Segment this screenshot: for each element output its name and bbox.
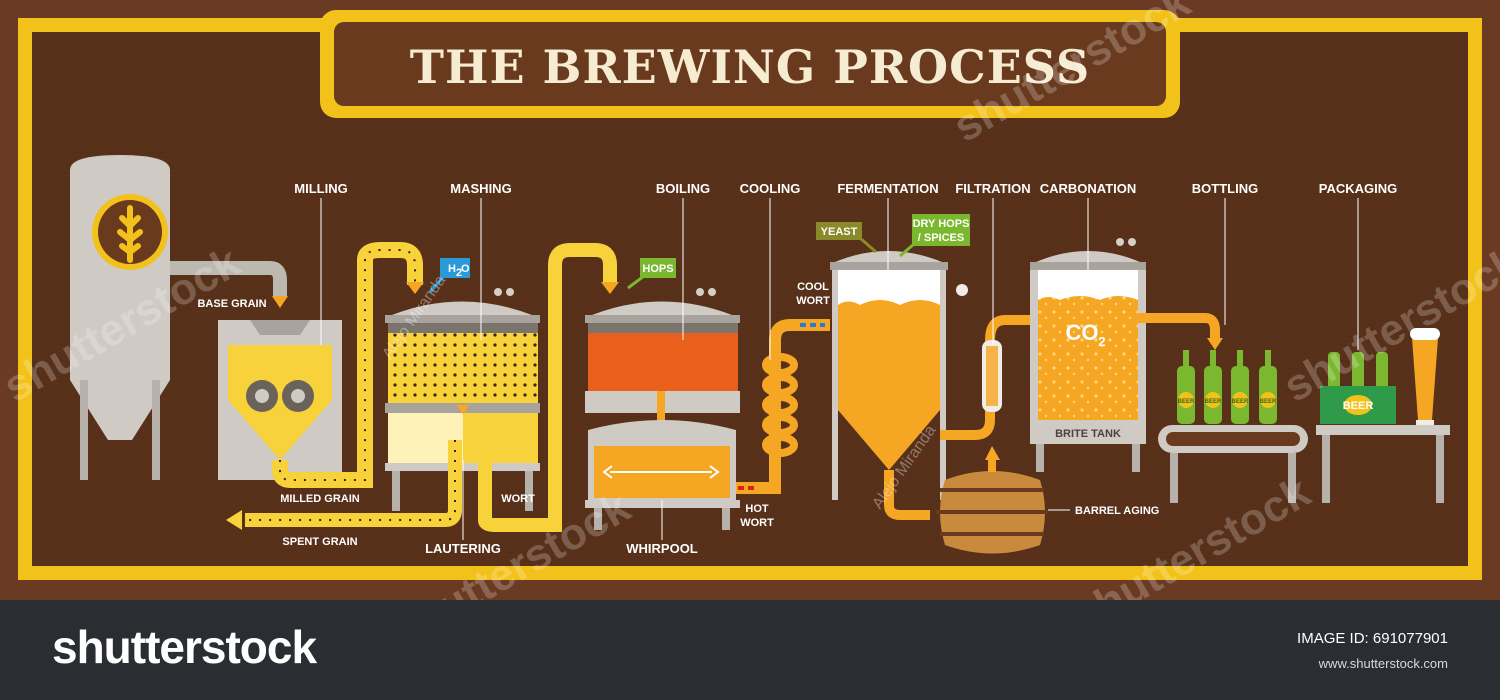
image-id: IMAGE ID: 691077901 [1297, 630, 1448, 647]
label-cool-wort-line2: WORT [796, 295, 830, 307]
bottle-label: BEER [1205, 399, 1222, 405]
label-whirpool: WHIRPOOL [626, 541, 698, 556]
image-id-value: 691077901 [1372, 630, 1448, 647]
label-brite-tank: BRITE TANK [1055, 428, 1121, 440]
step-fermentation: FERMENTATION [837, 181, 938, 196]
label-spent-grain: SPENT GRAIN [282, 536, 357, 548]
step-cooling: COOLING [740, 181, 801, 196]
beer-bottle: BEER [1231, 350, 1249, 424]
svg-text:YEAST: YEAST [821, 226, 858, 238]
svg-text:/ SPICES: / SPICES [918, 232, 964, 244]
crate-label: BEER [1343, 400, 1374, 412]
mill [218, 320, 342, 480]
label-milled-grain: MILLED GRAIN [280, 493, 359, 505]
co2-label: CO [1066, 320, 1099, 345]
label-base-grain: BASE GRAIN [197, 298, 266, 310]
page-title: THE BREWING PROCESS [410, 40, 1090, 94]
bottle-label: BEER [1178, 399, 1195, 405]
step-mashing: MASHING [450, 181, 511, 196]
bottle-label: BEER [1232, 399, 1249, 405]
tag-h2o: H 2 O [428, 258, 470, 293]
step-carbonation: CARBONATION [1040, 181, 1137, 196]
step-milling: MILLING [294, 181, 347, 196]
svg-text:DRY HOPS: DRY HOPS [913, 218, 970, 230]
title-plaque: THE BREWING PROCESS [320, 10, 1180, 118]
packaging-table: BEER [1316, 328, 1450, 503]
footer-bar: shutterstock IMAGE ID: 691077901 www.shu… [0, 600, 1500, 700]
step-boiling: BOILING [656, 181, 710, 196]
svg-text:2: 2 [456, 267, 462, 279]
image-id-label: IMAGE ID: [1297, 630, 1369, 647]
label-lautering: LAUTERING [425, 541, 501, 556]
co2-subscript: 2 [1098, 334, 1105, 349]
hot-wort-pipe [736, 319, 830, 494]
milled-grain-pipe [272, 242, 423, 488]
label-hot-wort-line2: WORT [740, 517, 774, 529]
whirlpool-tank [585, 420, 740, 530]
footer-logo[interactable]: shutterstock [52, 621, 317, 673]
grain-silo [70, 155, 288, 480]
svg-text:O: O [461, 263, 470, 275]
cooling-coil [762, 353, 798, 457]
bottling-line: BEER BEER BEER BEER [1158, 350, 1308, 503]
brewing-process-diagram: THE BREWING PROCESS [18, 10, 1482, 580]
step-labels: MILLING MASHING BOILING COOLING FERMENTA… [197, 181, 1397, 556]
label-hot-wort-line1: HOT [745, 503, 769, 515]
tag-yeast: YEAST [816, 222, 877, 254]
svg-text:H: H [448, 263, 456, 275]
label-wort: WORT [501, 493, 535, 505]
step-packaging: PACKAGING [1319, 181, 1397, 196]
mash-tun [385, 288, 540, 511]
tag-dry-hops: DRY HOPS / SPICES [899, 214, 970, 258]
wort-pipe [478, 243, 617, 532]
beer-glass [1412, 338, 1438, 420]
wheat-icon [117, 205, 143, 263]
fermenter [830, 251, 968, 500]
beer-bottle: BEER [1177, 350, 1195, 424]
step-bottling: BOTTLING [1192, 181, 1258, 196]
footer-url[interactable]: www.shutterstock.com [1318, 656, 1448, 671]
beer-bottle: BEER [1204, 350, 1222, 424]
aging-barrel [936, 446, 1048, 554]
bottle-label: BEER [1260, 399, 1277, 405]
label-barrel-aging: BARREL AGING [1075, 505, 1159, 517]
beer-bottle: BEER [1259, 350, 1277, 424]
step-filtration: FILTRATION [955, 181, 1030, 196]
tag-hops: HOPS [627, 258, 676, 290]
svg-text:HOPS: HOPS [642, 263, 673, 275]
label-cool-wort-line1: COOL [797, 281, 829, 293]
